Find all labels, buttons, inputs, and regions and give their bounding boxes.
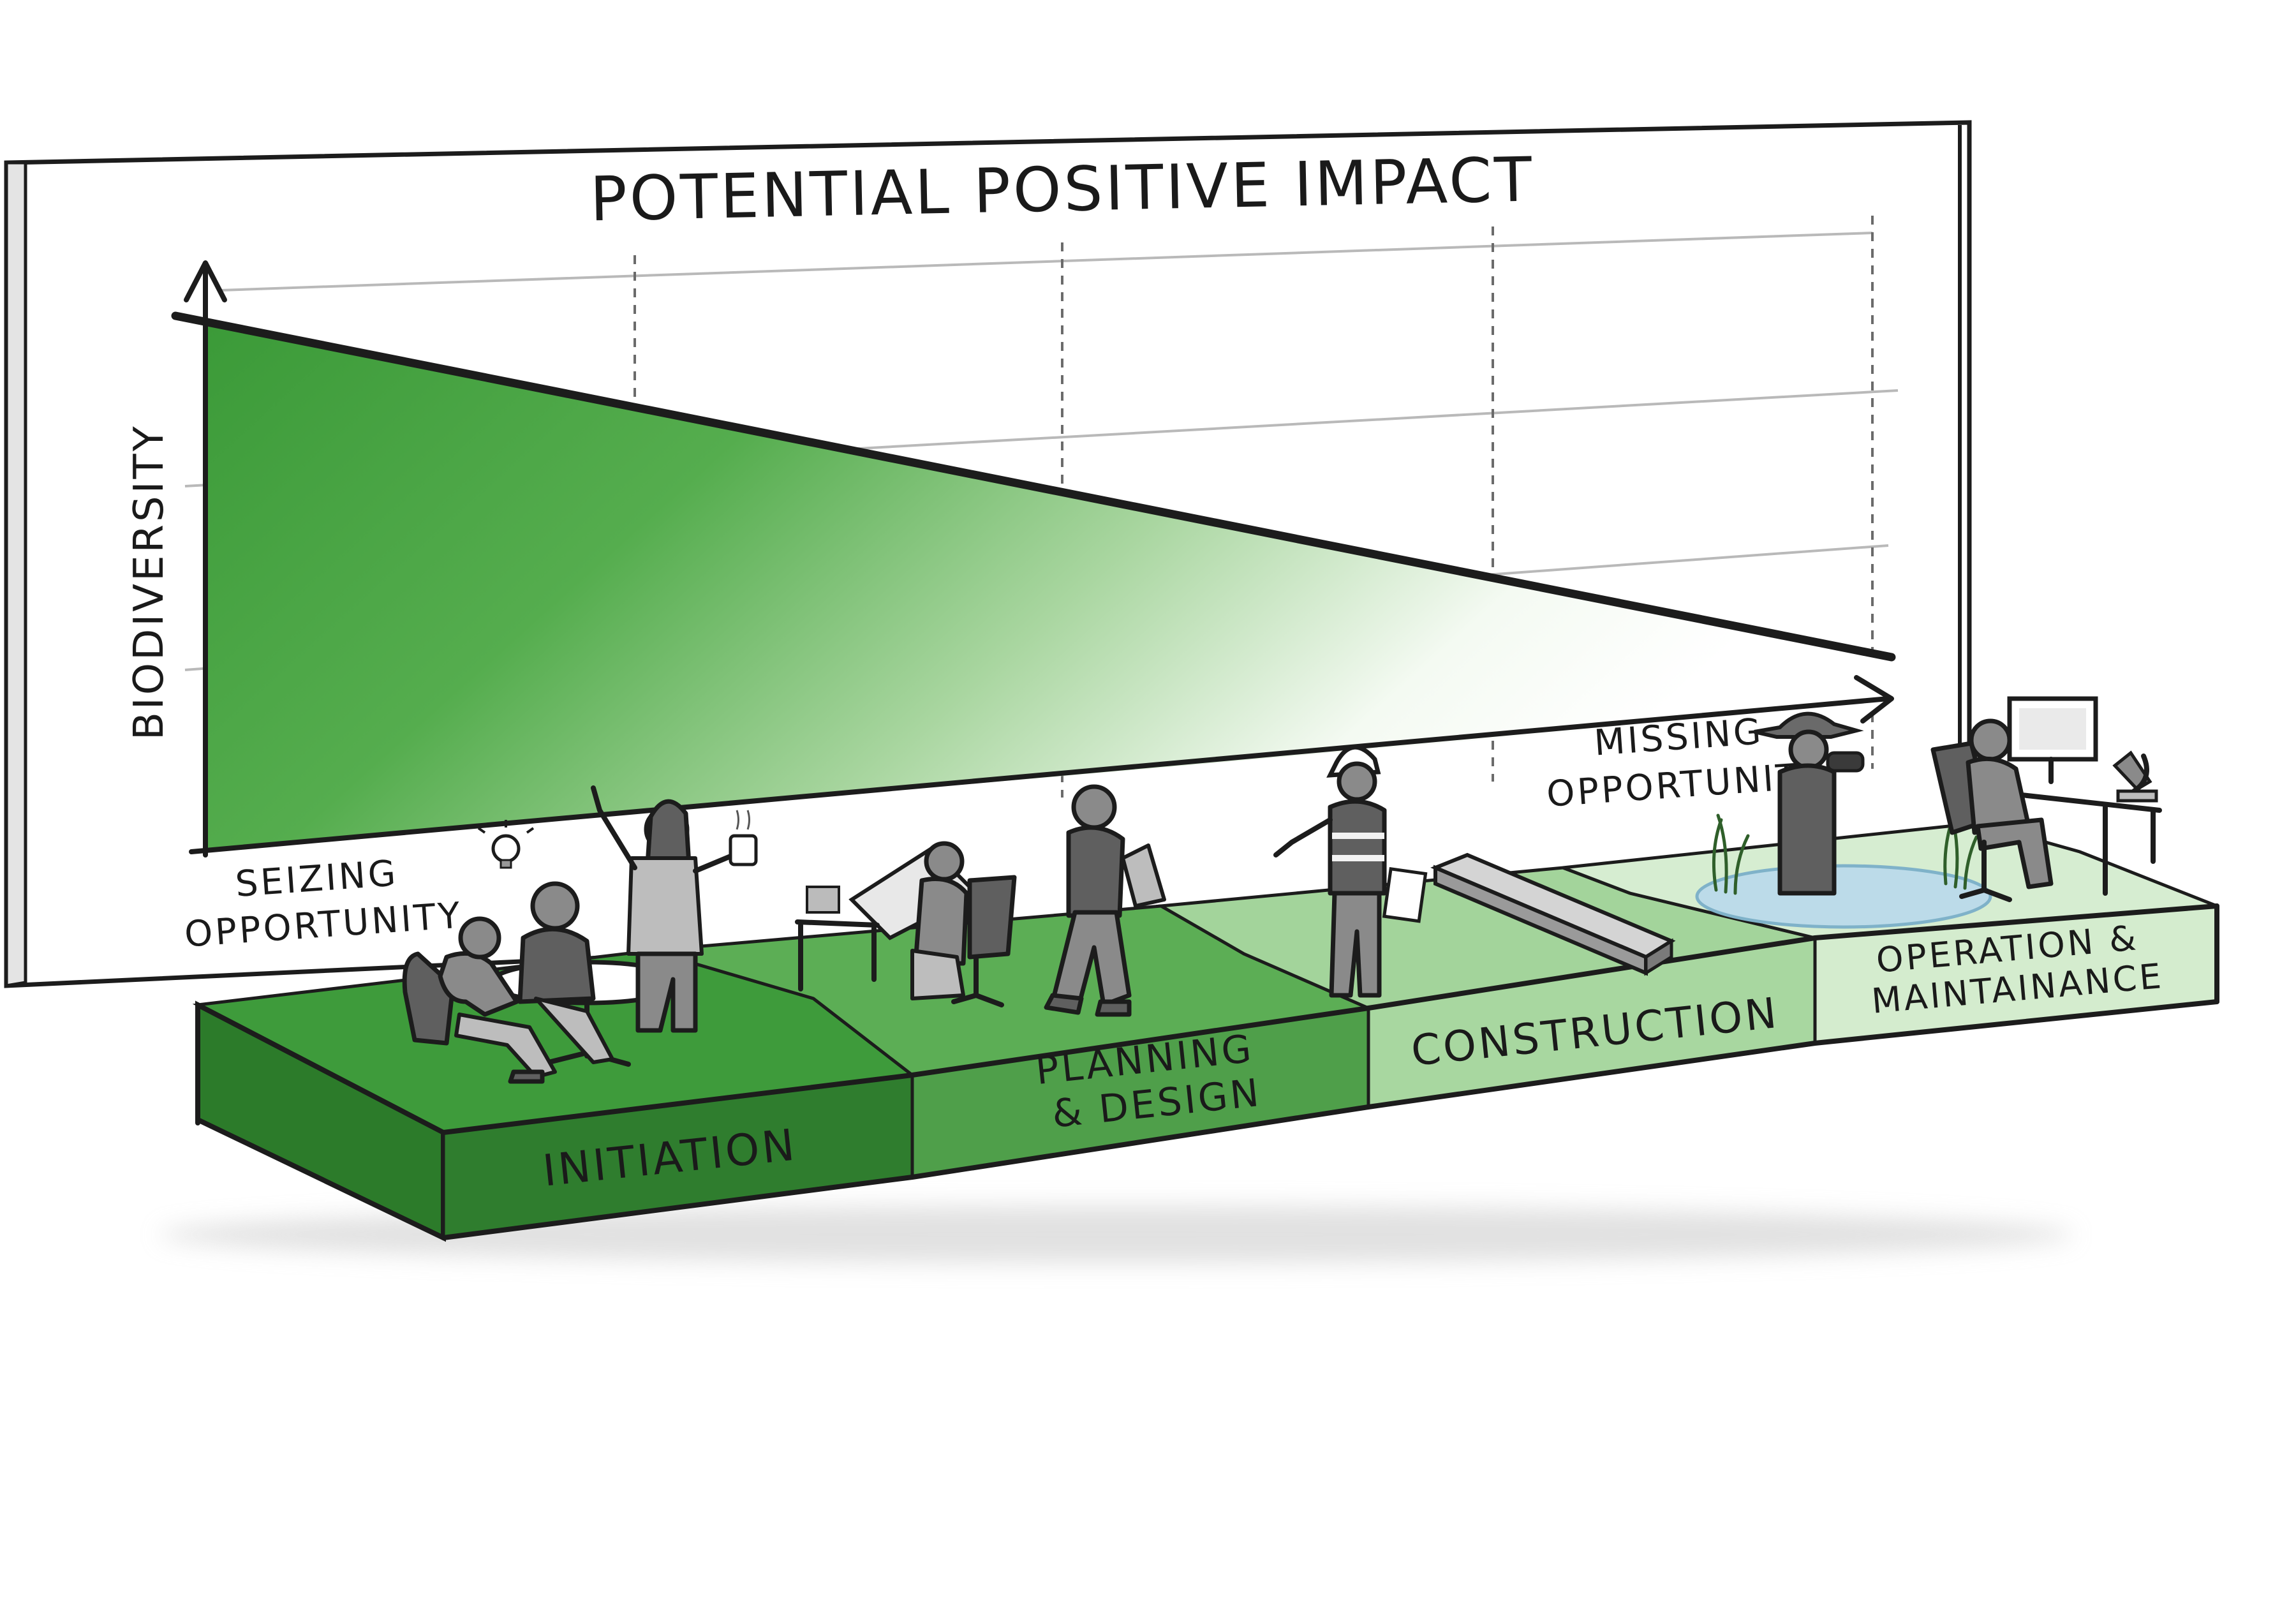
impact-area (205, 322, 1888, 850)
coffee-mug-icon (729, 810, 758, 866)
x-axis (189, 675, 1894, 854)
pond-icon (1695, 812, 1992, 929)
construction-worker-icon (1273, 745, 1428, 998)
binoculars-ranger-icon (1754, 711, 1865, 896)
platform-shadow (159, 1206, 2073, 1263)
meeting-people-icon (402, 785, 736, 1084)
walking-engineer-icon (1044, 784, 1166, 1017)
microscope-icon (2112, 750, 2158, 803)
y-axis-label: BIODIVERSITY (126, 424, 173, 740)
y-axis (184, 260, 227, 857)
steel-beam-icon (1430, 852, 1676, 976)
trend-line (171, 311, 1896, 662)
lightbulb-icon (477, 820, 535, 869)
computer-desk-icon (1930, 696, 2162, 902)
drafting-desk-icon (795, 841, 1017, 1007)
